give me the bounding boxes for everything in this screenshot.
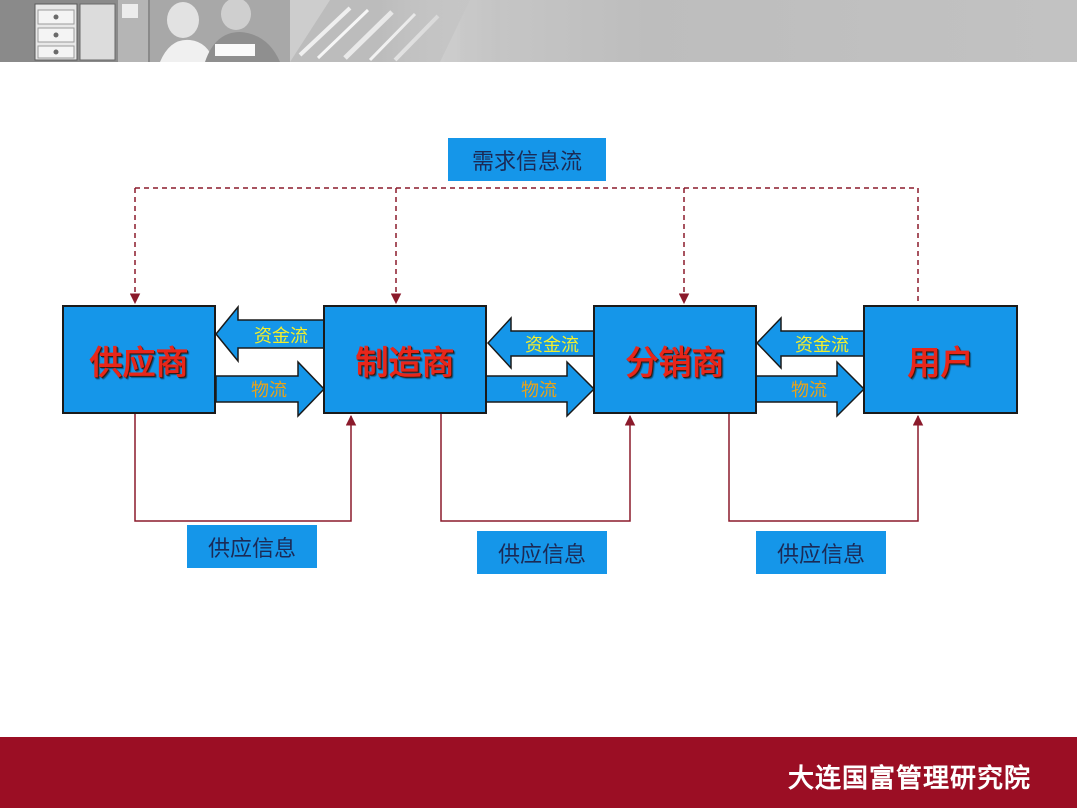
goods-flow-arrows — [215, 360, 866, 418]
money-flow-label-3: 资金流 — [795, 334, 849, 356]
money-flow-label-1: 资金流 — [254, 325, 308, 347]
supply-flow-2 — [440, 414, 636, 522]
node-distributor: 分销商 — [593, 305, 757, 414]
goods-arrow-2 — [485, 360, 596, 418]
money-flow-arrows — [215, 304, 865, 370]
organization-name: 大连国富管理研究院 — [787, 764, 1031, 794]
money-arrow-3 — [755, 316, 865, 370]
supply-info-label-1: 供应信息 — [187, 525, 317, 568]
goods-arrow-1 — [215, 360, 326, 418]
supply-info-flow-lines — [134, 414, 924, 522]
supply-flow-1 — [134, 414, 357, 522]
money-arrow-2 — [486, 316, 595, 370]
goods-flow-label-1: 物流 — [251, 380, 287, 401]
header-photo — [0, 0, 500, 62]
node-manufacturer: 制造商 — [323, 305, 487, 414]
goods-flow-label-2: 物流 — [521, 380, 557, 401]
header-banner — [0, 0, 1077, 62]
goods-arrow-3 — [755, 360, 866, 418]
demand-info-label: 需求信息流 — [448, 138, 606, 181]
supply-flow-3 — [728, 414, 924, 522]
goods-flow-label-3: 物流 — [791, 380, 827, 401]
money-flow-label-2: 资金流 — [525, 334, 579, 356]
supply-info-label-3: 供应信息 — [756, 531, 886, 574]
supply-info-label-2: 供应信息 — [477, 531, 607, 574]
node-supplier: 供应商 — [62, 305, 216, 414]
money-arrow-1 — [215, 304, 325, 364]
footer-bar — [0, 737, 1077, 808]
demand-info-flow-lines — [129, 187, 919, 306]
node-user: 用户 — [863, 305, 1018, 414]
